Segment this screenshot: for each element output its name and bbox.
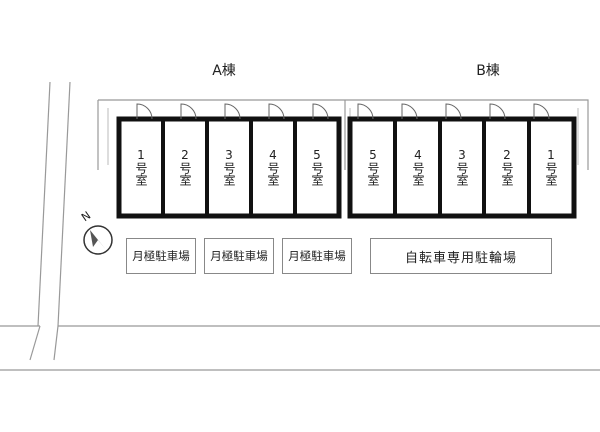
building-a-partitions xyxy=(161,119,297,216)
building-b-wall xyxy=(347,116,577,219)
bicycle-parking: 自転車専用駐輪場 xyxy=(370,238,552,274)
room-a4: 4 号室 xyxy=(255,122,291,212)
room-number: 1 xyxy=(137,148,145,162)
room-number: 4 xyxy=(269,148,277,162)
room-a2: 2 号室 xyxy=(167,122,203,212)
building-b-label: B棟 xyxy=(476,63,500,79)
room-b4: 4 号室 xyxy=(400,122,436,212)
building-a-label: A棟 xyxy=(212,63,236,79)
room-number: 4 xyxy=(414,148,422,162)
room-a3: 3 号室 xyxy=(211,122,247,212)
room-a5: 5 号室 xyxy=(299,122,335,212)
road-corner-right xyxy=(53,325,59,361)
room-suffix: 号室 xyxy=(544,162,558,186)
parking-lot-2: 月極駐車場 xyxy=(204,238,274,274)
room-suffix: 号室 xyxy=(222,162,236,186)
compass-needle-dark xyxy=(90,230,107,251)
road-edge-left-outer xyxy=(37,81,51,327)
room-suffix: 号室 xyxy=(455,162,469,186)
room-number: 3 xyxy=(225,148,233,162)
door-swings-b xyxy=(357,103,550,120)
room-b1: 1 号室 xyxy=(533,122,569,212)
room-suffix: 号室 xyxy=(266,162,280,186)
property-boundary xyxy=(97,99,589,170)
room-a1: 1 号室 xyxy=(123,122,159,212)
road-corner-left xyxy=(29,325,41,361)
compass xyxy=(83,225,113,255)
room-suffix: 号室 xyxy=(310,162,324,186)
compass-needle-light xyxy=(90,230,98,247)
room-number: 1 xyxy=(547,148,555,162)
door-swings-a xyxy=(136,103,329,120)
room-number: 3 xyxy=(458,148,466,162)
road-edge-left-inner xyxy=(57,81,71,327)
room-b2: 2 号室 xyxy=(489,122,525,212)
building-a-wall xyxy=(116,116,342,219)
room-number: 2 xyxy=(181,148,189,162)
room-suffix: 号室 xyxy=(178,162,192,186)
room-suffix: 号室 xyxy=(411,162,425,186)
parking-lot-1: 月極駐車場 xyxy=(126,238,196,274)
room-suffix: 号室 xyxy=(134,162,148,186)
room-number: 5 xyxy=(313,148,321,162)
room-suffix: 号室 xyxy=(366,162,380,186)
room-suffix: 号室 xyxy=(500,162,514,186)
room-b3: 3 号室 xyxy=(444,122,480,212)
room-number: 5 xyxy=(369,148,377,162)
building-b-partitions xyxy=(393,119,531,216)
parking-lot-3: 月極駐車場 xyxy=(282,238,352,274)
room-b5: 5 号室 xyxy=(355,122,391,212)
room-number: 2 xyxy=(503,148,511,162)
